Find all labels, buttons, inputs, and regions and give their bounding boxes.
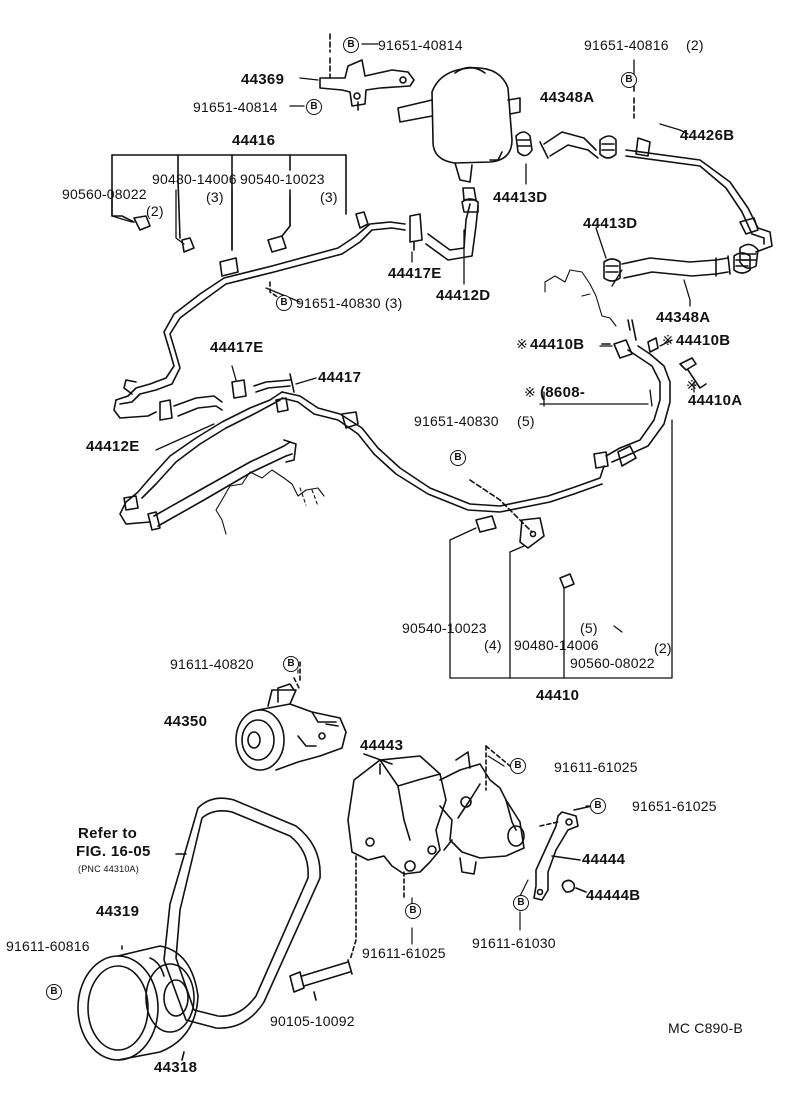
- v-belt: [163, 797, 321, 1029]
- part-label-44412d: 44412D: [436, 287, 491, 304]
- tube-brackets: [469, 479, 575, 589]
- part-label-91651-40814-top: 91651-40814: [378, 37, 463, 53]
- b-mark: B: [590, 798, 606, 814]
- refer-pnc-text: (PNC 44310A): [78, 864, 139, 874]
- b-mark: B: [405, 903, 421, 919]
- diagram-code: MC C890-B: [668, 1020, 743, 1036]
- b-mark: B: [276, 295, 292, 311]
- part-label-44412e: 44412E: [86, 438, 140, 455]
- part-label-90540-10023-lower: 90540-10023: [402, 620, 487, 636]
- part-label-44417e-lower: 44417E: [210, 339, 264, 356]
- part-label-44410a: 44410A: [688, 392, 743, 409]
- part-label-44350: 44350: [164, 713, 208, 730]
- part-label-44413d-upper: 44413D: [493, 189, 548, 206]
- part-label-90560-08022: 90560-08022: [62, 186, 147, 202]
- part-label-90560-08022-lower-qty: (2): [654, 640, 672, 656]
- link-44444: [533, 805, 593, 901]
- part-label-90105-10092: 90105-10092: [270, 1013, 355, 1029]
- asterisk-mark: ※: [516, 336, 528, 352]
- tube-44417: [119, 391, 609, 531]
- b-mark: B: [513, 895, 529, 911]
- part-label-91651-40816-qty: (2): [686, 37, 704, 53]
- part-label-44426b: 44426B: [680, 127, 735, 144]
- part-label-91651-40816: 91651-40816: [584, 37, 669, 53]
- hose-44348a-lower: [603, 252, 751, 282]
- part-label-91651-40830-3: 91651-40830 (3): [296, 295, 403, 311]
- bracket-44369: [319, 33, 415, 111]
- part-label-44444: 44444: [582, 851, 626, 868]
- b-mark: B: [283, 656, 299, 672]
- part-label-90540-10023-qty: (3): [320, 189, 338, 205]
- pump-bracket-44443: [347, 745, 525, 961]
- reservoir-tank: [397, 66, 521, 201]
- leader-lines: [111, 43, 695, 679]
- part-label-91651-61025: 91651-61025: [632, 798, 717, 814]
- part-label-44443: 44443: [360, 737, 404, 754]
- drive-pulley: [77, 945, 199, 1061]
- refer-fig-text: FIG. 16-05: [76, 843, 151, 860]
- part-label-44410b-right: 44410B: [676, 332, 731, 349]
- part-label-44348a-lower: 44348A: [656, 309, 711, 326]
- vane-pump-44350: [235, 661, 347, 771]
- part-label-44318: 44318: [154, 1059, 198, 1076]
- note-production-date: (8608-: [540, 384, 586, 401]
- part-label-90480-14006: 90480-14006: [152, 171, 237, 187]
- hose-44348a-upper: [515, 131, 617, 159]
- part-label-44369: 44369: [241, 71, 285, 88]
- part-label-91611-40820: 91611-40820: [170, 656, 254, 672]
- engine-outline: [215, 269, 617, 535]
- b-mark: B: [621, 72, 637, 88]
- clamp-parts: [133, 215, 287, 301]
- part-label-90560-08022-lower: 90560-08022: [570, 655, 655, 671]
- asterisk-mark: ※: [686, 377, 698, 393]
- refer-to-text: Refer to: [78, 825, 138, 842]
- part-label-91651-40830-5-qty: (5): [517, 413, 535, 429]
- asterisk-mark: ※: [524, 384, 536, 400]
- hose-44410: [601, 319, 707, 467]
- part-label-91611-61025-lower: 91611-61025: [362, 945, 446, 961]
- part-label-44413d-lower: 44413D: [583, 215, 638, 232]
- part-label-91611-60816: 91611-60816: [6, 938, 90, 954]
- part-label-90560-08022-qty: (2): [146, 203, 164, 219]
- hose-44412e: [159, 373, 295, 421]
- part-label-90480-14006-qty: (3): [206, 189, 224, 205]
- part-label-44417: 44417: [318, 369, 362, 386]
- part-label-44319: 44319: [96, 903, 140, 920]
- dashed-callouts: [297, 663, 601, 945]
- pipe-44426b: [625, 77, 773, 270]
- part-label-44417e-upper: 44417E: [388, 265, 442, 282]
- b-mark: B: [46, 984, 62, 1000]
- part-label-91611-61025-right: 91611-61025: [554, 759, 638, 775]
- part-label-44410b-left: 44410B: [530, 336, 585, 353]
- b-mark: B: [450, 450, 466, 466]
- bolt-90105: [289, 959, 353, 1001]
- part-label-91611-61030: 91611-61030: [472, 935, 556, 951]
- b-mark: B: [343, 37, 359, 53]
- part-label-90540-10023-lower-qty: (4): [484, 637, 502, 653]
- part-label-44410: 44410: [536, 687, 580, 704]
- part-label-90480-14006-lower: 90480-14006: [514, 637, 599, 653]
- hose-44412d: [425, 198, 479, 261]
- tube-44416: [111, 154, 423, 419]
- part-label-91651-40814: 91651-40814: [193, 99, 278, 115]
- b-mark: B: [510, 758, 526, 774]
- part-label-44444b: 44444B: [586, 887, 641, 904]
- part-label-91651-40830-5: 91651-40830: [414, 413, 499, 429]
- part-label-90480-14006-lower-qty: (5): [580, 620, 598, 636]
- part-label-44416: 44416: [232, 132, 276, 149]
- part-label-44348a-upper: 44348A: [540, 89, 595, 106]
- part-label-90540-10023: 90540-10023: [240, 171, 325, 187]
- b-mark: B: [306, 99, 322, 115]
- asterisk-mark: ※: [662, 332, 674, 348]
